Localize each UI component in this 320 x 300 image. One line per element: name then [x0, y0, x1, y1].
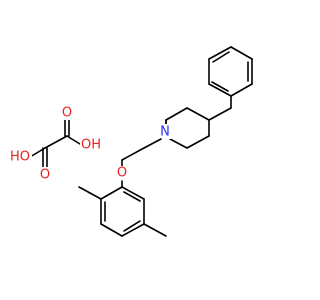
- ring-bond: [230, 83, 253, 97]
- ether-oxygen-label: O: [117, 166, 127, 181]
- bond-c1-c2: [44, 135, 68, 149]
- piperidine-nitrogen-label: N: [160, 125, 170, 140]
- ring-bond: [165, 107, 188, 121]
- ring-bond: [169, 138, 188, 149]
- ring-bond: [208, 46, 232, 60]
- oxalic-acid: HO O OH O: [8, 105, 104, 183]
- piperidine-ring: N: [159, 107, 210, 149]
- oxalic-hydroxyl-left-label: HO: [10, 150, 30, 165]
- benzyl-phenyl-ring: [208, 46, 253, 97]
- ring-bond: [121, 186, 145, 200]
- structure-canvas: HO O OH O N O: [8, 46, 253, 237]
- ring-bond: [230, 46, 253, 60]
- ring-bond: [186, 135, 210, 149]
- bond-para-methyl: [143, 223, 167, 237]
- bond-ch2-piperidine: [208, 107, 232, 121]
- ring-bond: [186, 107, 210, 121]
- ring-double-bond: [212, 51, 230, 63]
- chemical-structure-diagram: HO O OH O N O: [8, 46, 253, 237]
- oxalic-hydroxyl-right-label: OH: [81, 138, 101, 153]
- bond-n-ch2: [143, 138, 162, 149]
- oxalic-carbonyl-bottom-label: O: [40, 168, 50, 183]
- ring-double-bond: [123, 191, 141, 202]
- ring-double-bond: [123, 220, 141, 232]
- bond-ch2-ch2: [121, 147, 145, 161]
- ring-double-bond: [211, 81, 229, 92]
- bond-ortho-methyl: [78, 186, 102, 200]
- ring-bond: [121, 223, 145, 237]
- bond-c2-oh: [66, 135, 81, 145]
- oxalic-carbonyl-top-label: O: [62, 106, 72, 121]
- ring-bond: [100, 186, 123, 200]
- ring-bond: [100, 223, 123, 237]
- dimethylphenyl-ring: [100, 186, 145, 237]
- ring-bond: [208, 83, 232, 97]
